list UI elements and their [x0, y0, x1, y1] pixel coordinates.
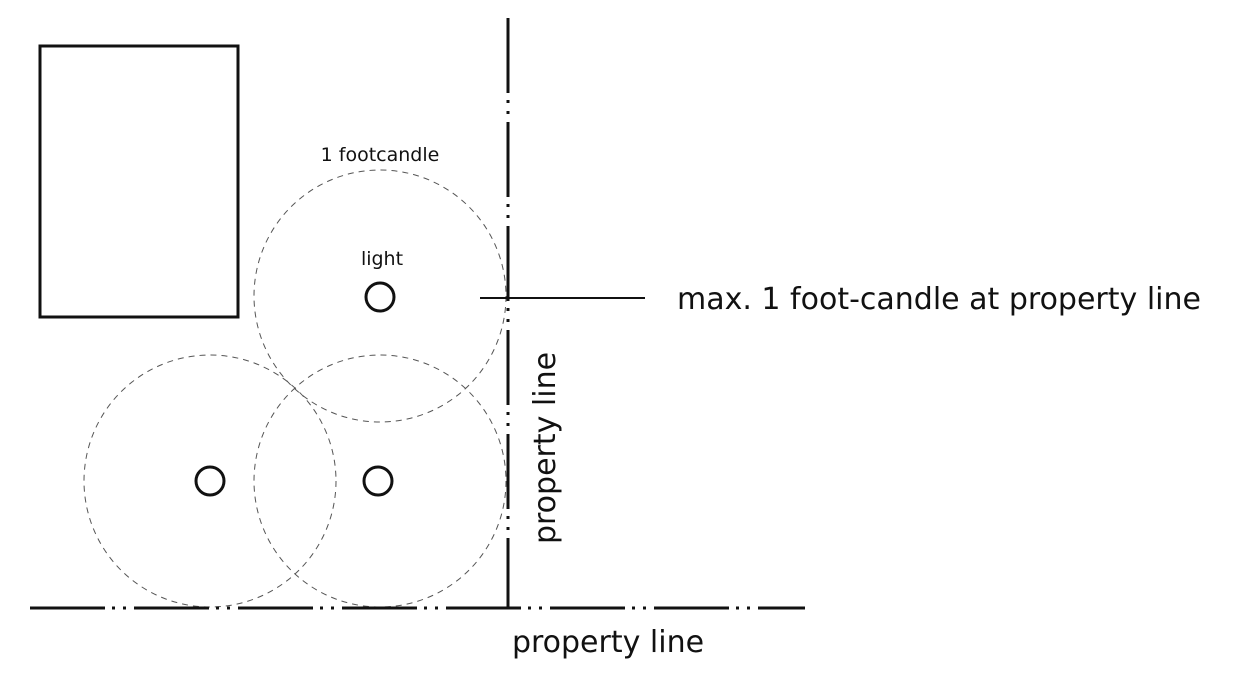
light-fixture-top	[364, 281, 396, 313]
property-line-vertical-label: property line	[528, 352, 563, 544]
footcandle-label: 1 footcandle	[321, 144, 440, 166]
footcandle-circle-left	[83, 354, 337, 608]
max-footcandle-note: max. 1 foot-candle at property line	[677, 282, 1201, 317]
property-line-horizontal-label: property line	[512, 625, 704, 660]
footcandle-circle-top	[253, 169, 507, 423]
light-fixture-left	[194, 465, 226, 497]
building-rectangle	[38, 44, 240, 319]
light-label: light	[361, 248, 403, 270]
footcandle-circle-right	[253, 354, 507, 608]
light-fixture-right	[362, 465, 394, 497]
